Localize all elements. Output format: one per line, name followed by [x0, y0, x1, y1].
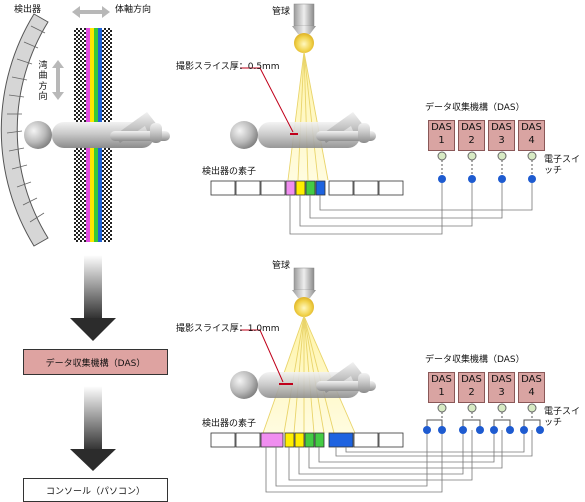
- console-box: コンソール（パソコン）: [23, 478, 168, 502]
- tube-bottom: [292, 267, 316, 317]
- element-label-top: 検出器の素子: [202, 167, 257, 177]
- slice-pointer-top: [240, 67, 298, 135]
- curved-detector: [0, 13, 49, 247]
- curve-direction-arrow: [52, 60, 64, 100]
- patient-left: [24, 112, 170, 149]
- detector-row-bottom: [210, 432, 404, 448]
- detector-row-top: [210, 180, 404, 196]
- tube-label-top: 管球: [272, 7, 291, 17]
- slice-thickness-label-bottom: 撮影スライス厚：1.0mm: [176, 324, 280, 334]
- flow-arrow-1: [70, 255, 116, 341]
- switches-top: [437, 151, 537, 183]
- das-title-bottom: データ収集機構（DAS）: [425, 355, 525, 365]
- curve-direction-label: 湾曲方向: [38, 61, 48, 103]
- switch-label-bottom: 電子スイッチ: [544, 407, 581, 428]
- switches-bottom: [423, 403, 544, 434]
- detector-label: 検出器: [14, 5, 42, 15]
- slice-thickness-label-top: 撮影スライス厚：0.5mm: [176, 62, 280, 72]
- tube-label-bottom: 管球: [272, 261, 291, 271]
- patient-top: [230, 112, 376, 149]
- slice-pointer-bottom: [240, 329, 293, 385]
- beam-top: [287, 51, 329, 181]
- body-axis-arrow: [72, 6, 110, 18]
- body-axis-label: 体軸方向: [115, 5, 152, 15]
- tube-top: [292, 3, 316, 53]
- element-label-bottom: 検出器の素子: [202, 419, 257, 429]
- switch-label-top: 電子スイッチ: [544, 155, 581, 176]
- patient-bottom: [230, 362, 376, 399]
- wiring-bottom: [265, 430, 533, 493]
- das-title-top: データ収集機構（DAS）: [425, 103, 525, 113]
- wiring-top: [289, 179, 533, 235]
- das-box: データ収集機構（DAS）: [23, 349, 168, 375]
- flow-arrow-2: [70, 386, 116, 471]
